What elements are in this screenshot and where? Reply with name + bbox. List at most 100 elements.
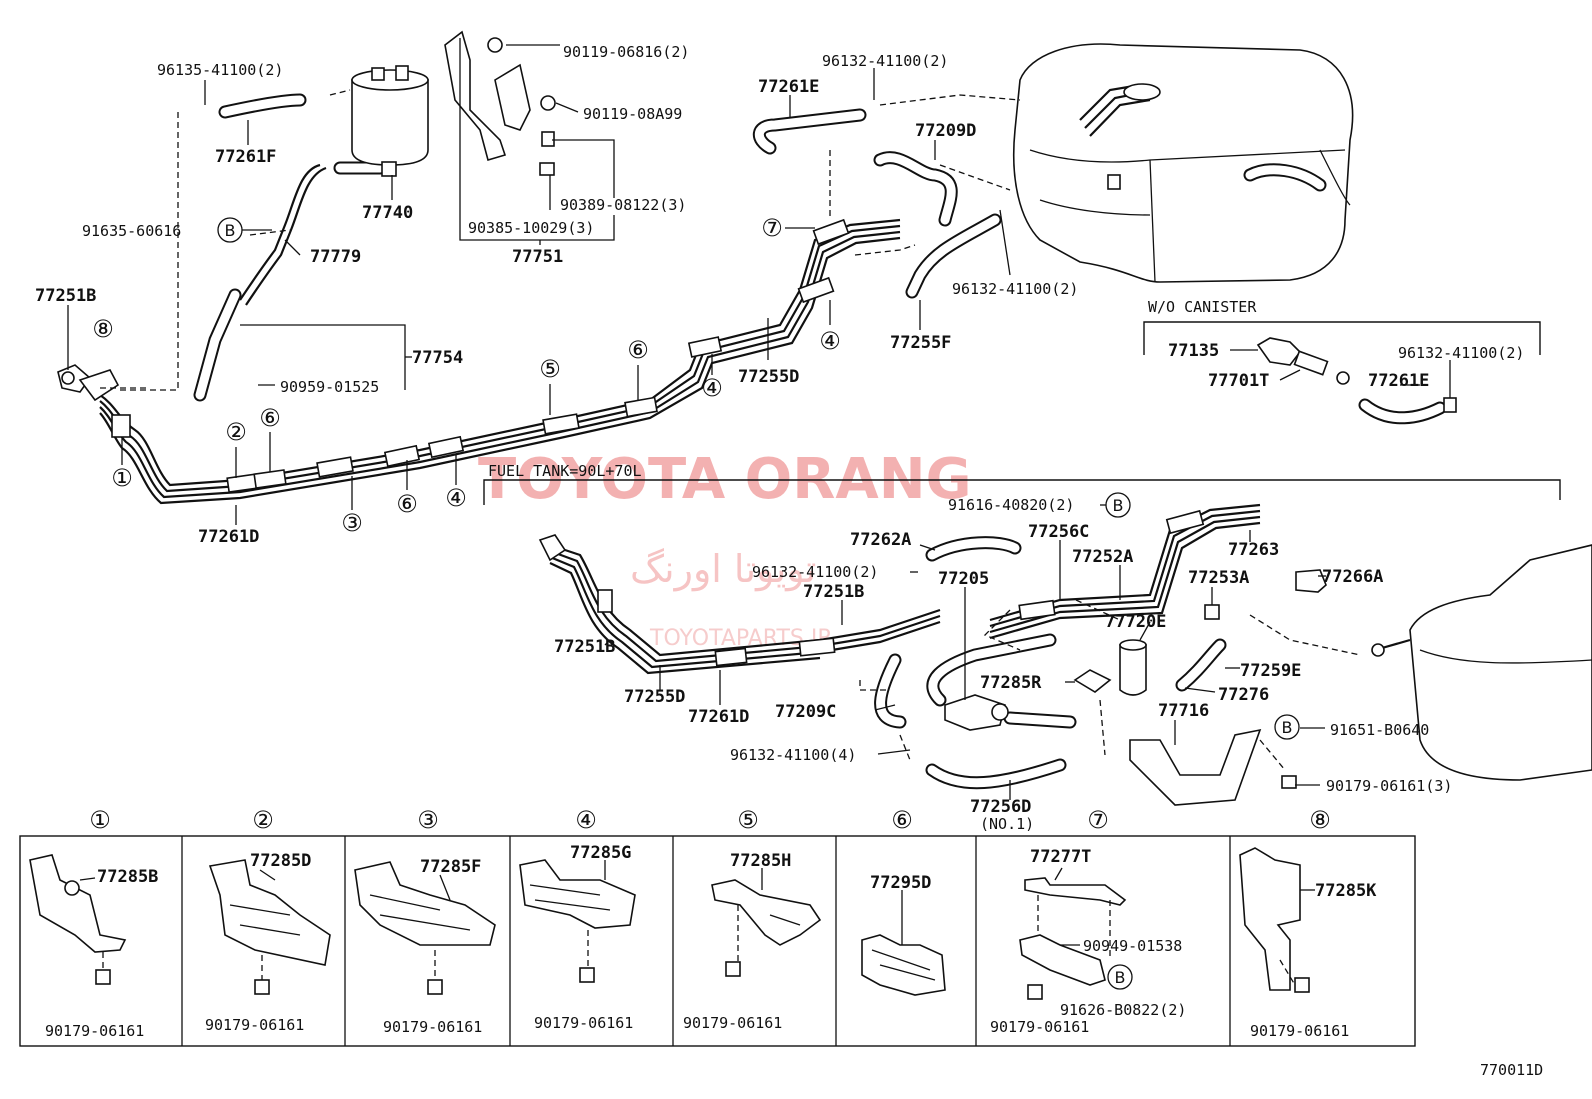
label-90119-06816: 90119-06816(2) [563, 43, 689, 61]
lower-components [944, 569, 1327, 806]
label-77255F: 77255F [890, 333, 951, 353]
label-77253A: 77253A [1188, 568, 1249, 588]
panel-2-bolt: 90179-06161 [205, 1016, 304, 1034]
label-77716: 77716 [1158, 701, 1209, 721]
label-77251B-low2: 77251B [554, 637, 615, 657]
svg-text:⑤: ⑤ [737, 806, 759, 834]
label-77252A: 77252A [1072, 547, 1133, 567]
panel-4-part: 77285G [570, 843, 631, 863]
label-77262A: 77262A [850, 530, 911, 550]
panel-7-part2: 90949-01538 [1083, 937, 1182, 955]
panel-3-bolt: 90179-06161 [383, 1018, 482, 1036]
svg-text:③: ③ [341, 509, 363, 537]
panel-3-part: 77285F [420, 857, 481, 877]
panel-1-part: 77285B [97, 867, 158, 887]
svg-text:④: ④ [445, 484, 467, 512]
label-77779: 77779 [310, 247, 361, 267]
label-96132-41100-low: 96132-41100(2) [752, 563, 878, 581]
callout-circles [217, 217, 1300, 740]
callout-numbers: B B B ① ② ③ ④ ④ ④ ⑤ ⑥ ⑥ ⑥ ⑦ ⑧ [92, 214, 1292, 737]
svg-text:B: B [225, 221, 236, 240]
label-77266A: 77266A [1322, 567, 1383, 587]
svg-text:①: ① [89, 806, 111, 834]
svg-text:④: ④ [701, 374, 723, 402]
svg-text:⑧: ⑧ [92, 315, 114, 343]
label-77261D-low: 77261D [688, 707, 749, 727]
panel-5-bolt: 90179-06161 [683, 1014, 782, 1032]
svg-text:②: ② [225, 418, 247, 446]
fuel-tank-bracket-outline [483, 479, 1561, 505]
label-77276: 77276 [1218, 685, 1269, 705]
label-77285R: 77285R [980, 673, 1042, 693]
lower-dashed-leaders [859, 599, 1361, 771]
label-77261E-right: 77261E [1368, 371, 1429, 391]
label-96132-41100-mid: 96132-41100(2) [952, 280, 1078, 298]
label-96132-41100-4: 96132-41100(4) [730, 746, 856, 764]
label-91616-40820: 91616-40820(2) [948, 496, 1074, 514]
svg-text:②: ② [252, 806, 274, 834]
label-96135-41100: 96135-41100(2) [157, 61, 283, 79]
charcoal-canister-77740 [351, 65, 429, 177]
lower-tube-bundle [538, 503, 1261, 675]
upper-hoses [193, 93, 1002, 402]
label-90959-01525: 90959-01525 [280, 378, 379, 396]
diagram-id: 770011D [1480, 1061, 1543, 1079]
fuel-tank-upper [1012, 43, 1354, 283]
panel-2: ② 77285D 90179-06161 [205, 806, 331, 1034]
label-77256C: 77256C [1028, 522, 1089, 542]
panel-1: ① 77285B 90179-06161 [29, 806, 158, 1040]
label-77209D: 77209D [915, 121, 976, 141]
fuel-tank-lower [1371, 544, 1592, 781]
label-90385-10029: 90385-10029(3) [468, 219, 594, 237]
label-77261D-top: 77261D [198, 527, 259, 547]
panel-3: ③ 77285F 90179-06161 [354, 806, 496, 1036]
upper-dashed-leaders [100, 89, 1021, 391]
panel-6: ⑥ 77295D [861, 806, 946, 996]
tube-clamps [111, 218, 850, 493]
bracket-77751 [444, 30, 556, 176]
label-77205: 77205 [938, 569, 989, 589]
label-77261E-top: 77261E [758, 77, 819, 97]
svg-text:①: ① [111, 464, 133, 492]
panel-8: ⑧ 77285K 90179-06161 [1239, 806, 1377, 1040]
panel-4-bolt: 90179-06161 [534, 1014, 633, 1032]
label-77251B-top: 77251B [35, 286, 96, 306]
panel-2-part: 77285D [250, 851, 311, 871]
watermark-persian: تويوتا اورنگ [630, 547, 817, 592]
svg-text:⑥: ⑥ [396, 490, 418, 518]
panel-1-bolt: 90179-06161 [45, 1022, 144, 1040]
label-77740: 77740 [362, 203, 413, 223]
label-fuel-tank: FUEL TANK=90L+70L [488, 462, 642, 480]
panel-7-part: 77277T [1030, 847, 1091, 867]
label-no1: (NO.1) [980, 815, 1034, 833]
wo-canister-group [1143, 321, 1541, 425]
label-77720E: 77720E [1105, 612, 1166, 632]
svg-text:⑥: ⑥ [891, 806, 913, 834]
svg-text:③: ③ [417, 806, 439, 834]
label-91635-60616: 91635-60616 [82, 222, 181, 240]
panel-8-bolt: 90179-06161 [1250, 1022, 1349, 1040]
label-77261F: 77261F [215, 147, 276, 167]
panel-5: ⑤ 77285H 90179-06161 [683, 806, 822, 1032]
lower-hoses [874, 536, 1227, 790]
label-77263: 77263 [1228, 540, 1279, 560]
svg-text:⑦: ⑦ [761, 214, 783, 242]
svg-text:B: B [1113, 496, 1124, 515]
label-77701T: 77701T [1208, 371, 1269, 391]
label-77255D-low: 77255D [624, 687, 685, 707]
label-77251B-low1: 77251B [803, 582, 864, 602]
svg-text:⑤: ⑤ [539, 355, 561, 383]
panel-7: ⑦ B 77277T 90949-01538 91626-B0822(2) 90… [990, 806, 1186, 1036]
label-77209C: 77209C [775, 702, 836, 722]
svg-text:⑧: ⑧ [1309, 806, 1331, 834]
svg-text:⑥: ⑥ [259, 404, 281, 432]
panel-8-part: 77285K [1315, 881, 1377, 901]
label-90389-08122: 90389-08122(3) [560, 196, 686, 214]
svg-text:B: B [1115, 968, 1126, 987]
label-90119-08A99: 90119-08A99 [583, 105, 682, 123]
label-96132-41100-right: 96132-41100(2) [1398, 344, 1524, 362]
label-77255D-top: 77255D [738, 367, 799, 387]
leader-lines [67, 38, 1451, 800]
svg-text:⑦: ⑦ [1087, 806, 1109, 834]
panel-7-bolt: 90179-06161 [990, 1018, 1089, 1036]
